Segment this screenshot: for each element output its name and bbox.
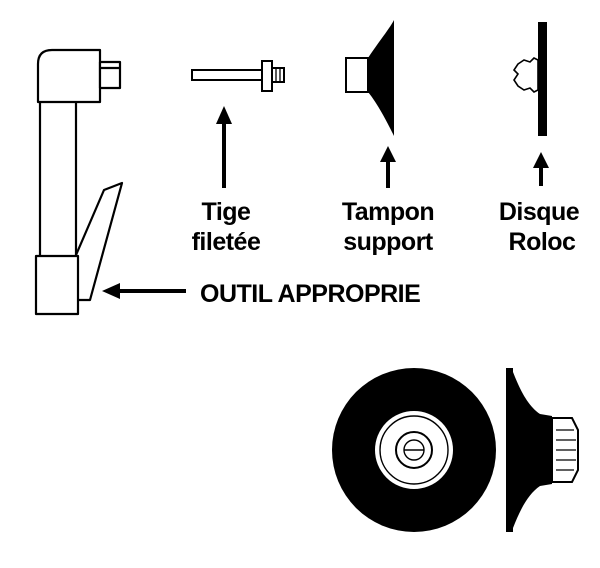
backing-pad-illustration xyxy=(345,20,394,136)
threaded-stem-illustration xyxy=(191,60,285,92)
label-disque-line1: Disque xyxy=(499,198,580,226)
tool-spindle xyxy=(98,60,122,90)
arrow-tige xyxy=(216,106,232,188)
assembled-disc-front-view xyxy=(332,368,496,532)
roloc-disc-illustration xyxy=(512,22,547,136)
label-outil: OUTIL APPROPRIE xyxy=(200,280,420,308)
label-tampon-line1: Tampon xyxy=(342,198,434,226)
arrow-outil xyxy=(102,283,186,299)
arrow-tampon xyxy=(380,146,396,188)
label-tampon-line2: support xyxy=(343,228,434,256)
arrows xyxy=(102,106,549,299)
arrow-disque xyxy=(533,152,549,186)
assembled-disc-side-view xyxy=(506,368,579,532)
label-tige-line1: Tige xyxy=(202,198,252,226)
tool-body xyxy=(38,98,78,262)
label-tige-line2: filetée xyxy=(192,228,261,256)
label-disque-line2: Roloc xyxy=(509,228,577,256)
tool-grip xyxy=(34,254,80,316)
tool-head xyxy=(36,48,102,104)
tool-illustration xyxy=(34,48,124,316)
tool-lever xyxy=(74,181,124,302)
